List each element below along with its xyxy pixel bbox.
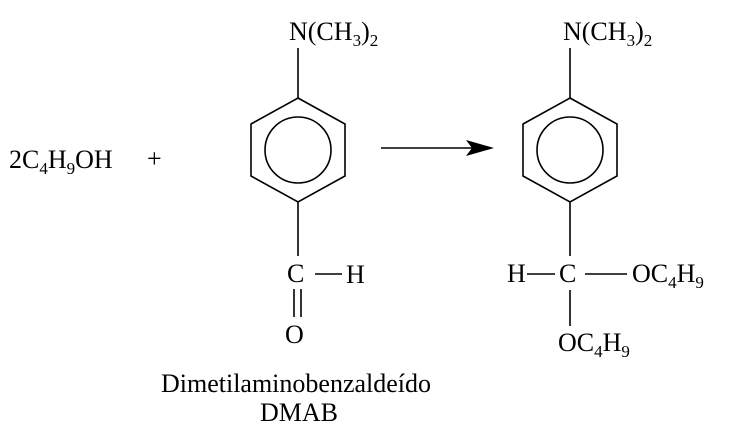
product-central-carbon: C: [559, 259, 576, 288]
product-butoxy-right: OC4H9: [632, 259, 704, 292]
product-butoxy-down: OC4H9: [558, 328, 630, 361]
dmab-name: Dimetilaminobenzaldeído: [161, 369, 431, 398]
dmab-carbonyl-carbon: C: [287, 259, 304, 288]
arrow-head: [466, 140, 494, 156]
product-amino-group: N(CH3)2: [563, 17, 652, 50]
dmab-carbonyl-oxygen: O: [285, 320, 304, 349]
dmab-aldehyde-hydrogen: H: [346, 260, 365, 289]
product-aromatic-circle: [536, 116, 604, 184]
dmab-aromatic-circle: [264, 116, 332, 184]
dmab-amino-group: N(CH3)2: [289, 17, 378, 50]
butanol-coefficient: 2: [9, 145, 22, 174]
acetal-product: N(CH3)2 H C OC4H9 OC4H9: [507, 17, 704, 361]
product-hydrogen: H: [507, 259, 526, 288]
dmab-molecule: N(CH3)2 C H O Dimetilaminobenzaldeído DM…: [161, 17, 431, 427]
dmab-abbreviation: DMAB: [260, 398, 338, 427]
plus-sign: +: [147, 144, 162, 173]
reactant-butanol: 2C4H9OH: [9, 145, 113, 178]
reaction-arrow: [381, 140, 494, 156]
